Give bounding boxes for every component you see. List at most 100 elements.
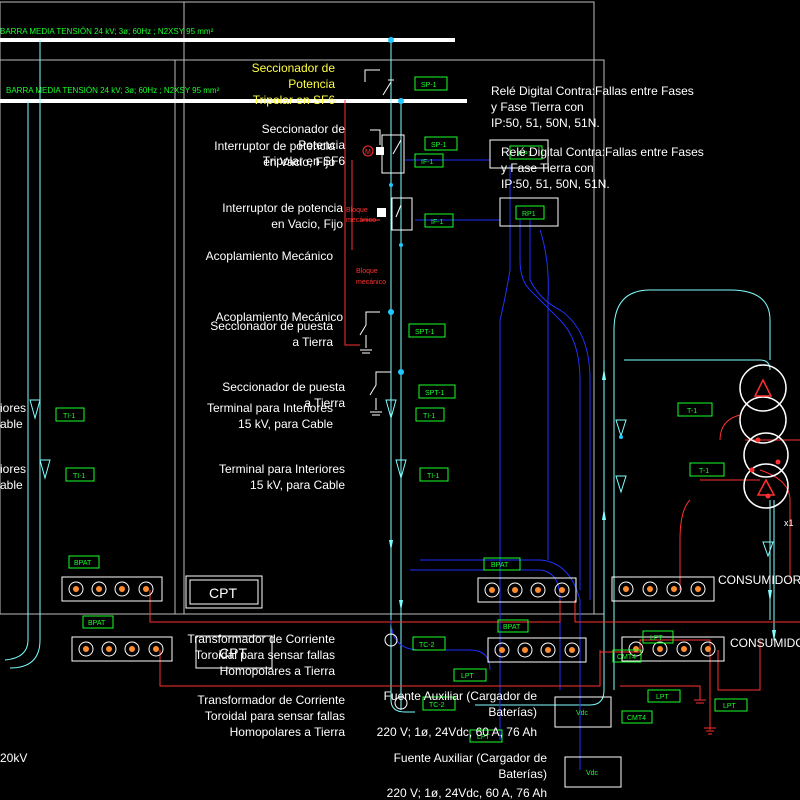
tags: SP-1 SP-1 IF-1 IF-1 SPT-1 SPT-1 TI-1 TI-… (63, 82, 737, 777)
tag-bpat-b: BPAT (88, 620, 106, 627)
tag-tc2-a: TC-2 (419, 642, 435, 649)
label-x1: x1 (784, 518, 794, 528)
left-frag-4: able (0, 478, 23, 492)
fuente-a-1: Fuente Auxiliar (Cargador de (384, 689, 538, 703)
bpat-strip-c (477, 577, 577, 603)
seccionador-b-1: Seccionador de (262, 122, 346, 136)
rele-b-2: y Fase Tierra con (501, 161, 594, 175)
motor-label-a: M (365, 149, 371, 156)
tag-lpt-a: LPT (461, 673, 475, 680)
bpat-strip-b (71, 636, 173, 662)
lpt-strip-b (621, 636, 725, 662)
tag-tc2-b: TC-2 (429, 702, 445, 709)
bpat-strip-d (487, 637, 587, 663)
tag-lpt-b: LPT (477, 734, 491, 741)
fuente-a-3: 220 V; 1ø, 24Vdc, 60 A, 76 Ah (377, 725, 537, 739)
tag-cmt4-a: CMT4 (617, 654, 636, 661)
left-frag-5: 20kV (0, 751, 27, 765)
seccionador-potencia-2: Potencia (288, 77, 335, 91)
cpt-label-b: CPT (219, 645, 247, 661)
motor-icon (362, 145, 374, 157)
tag-sp1-b: SP-1 (431, 142, 447, 149)
tag-rp1-b: RP1 (522, 211, 536, 218)
tag-t1-b: T-1 (699, 468, 709, 475)
tag-if1-a: IF-1 (421, 159, 434, 166)
tag-ti1-d: TI-1 (427, 473, 440, 480)
fuente-b-2: Baterías) (498, 767, 547, 781)
power-transformer (739, 364, 789, 509)
consumidores-b: CONSUMIDORES (730, 636, 800, 650)
terminal-triangles (29, 399, 774, 558)
red-wiring (149, 100, 800, 730)
ground-symbols (694, 699, 716, 735)
left-fragments: iores able iores able 20kV (0, 401, 27, 765)
trafo-corriente-b-3: Homopolares a Tierra (230, 725, 346, 739)
tag-vdc-a: Vdc (576, 710, 589, 717)
seccionador-potencia-3: Tripolar en SF6 (253, 93, 336, 107)
bus-bars: BARRA MEDIA TENSIÓN 24 kV; 3ø; 60Hz ; N2… (0, 27, 467, 103)
rele-labels: Relé Digital Contra:Fallas entre Fases y… (491, 84, 800, 650)
acoplamiento-b: Acoplamiento Mecánico (216, 310, 344, 324)
terminal-b-1: Terminal para Interiores (219, 462, 345, 476)
seccionador-b-3: Tripolar en SF6 (263, 154, 346, 168)
seccionador-puesta-a-1: Seccionador de puesta (210, 319, 333, 333)
interruptor-b-1: Interruptor de potencia (222, 201, 343, 215)
cyan-wiring (4, 40, 775, 713)
terminal-a-2: 15 kV, para Cable (238, 417, 333, 431)
tag-bpat-c: BPAT (491, 562, 509, 569)
terminal-strips (61, 576, 725, 663)
bus-second-label: BARRA MEDIA TENSIÓN 24 kV; 3ø; 60Hz ; N2… (6, 86, 220, 95)
left-frag-1: iores (0, 401, 26, 415)
trafo-corriente-b-2: Toroidal para sensar fallas (205, 709, 345, 723)
lpt-strip-a (611, 576, 715, 602)
tag-lpt-e: LPT (723, 703, 737, 710)
tag-if1-b: IF-1 (431, 219, 444, 226)
bloque-b-2: mecánico (356, 279, 386, 286)
tag-cmt4-b: CMT4 (627, 715, 646, 722)
fuente-a-2: Baterías) (488, 705, 537, 719)
fuente-b-1: Fuente Auxiliar (Cargador de (394, 751, 548, 765)
rele-a-2: y Fase Tierra con (491, 100, 584, 114)
interruptor-a-1: Interruptor de potencia (214, 139, 335, 153)
terminal-b-2: 15 kV, para Cable (250, 478, 345, 492)
motor-symbols: M (362, 145, 386, 217)
switch-symbols (359, 69, 413, 710)
cabinet-frames (0, 1, 605, 615)
descriptive-labels: Seccionador de Potencia Tripolar en SF6 … (187, 61, 547, 800)
fuente-b-3: 220 V; 1ø, 24Vdc, 60 A, 76 Ah (387, 786, 547, 800)
bloque-a-1: Bloque (346, 207, 368, 214)
blue-wiring (390, 159, 591, 770)
tag-spt1-a: SPT-1 (415, 329, 435, 336)
bloque-mecanico: Bloque mecánico Bloque mecánico (346, 207, 386, 286)
tag-rp1-a: RP1 (518, 151, 532, 158)
tag-ti1-b: TI-1 (73, 473, 86, 480)
trafo-corriente-a-3: Homopolares a Tierra (220, 664, 336, 678)
tag-ti1-a: TI-1 (63, 413, 76, 420)
seccionador-b-2: Potencia (298, 138, 345, 152)
trafo-corriente-a-2: Toroidal para sensar fallas (195, 648, 335, 662)
seccionador-potencia-1: Seccionador de (252, 61, 336, 75)
rele-b-1: Relé Digital Contra:Fallas entre Fases (501, 145, 704, 159)
consumidores-a: CONSUMIDORES (718, 573, 800, 587)
tag-bpat-a: BPAT (74, 560, 92, 567)
tag-spt1-b: SPT-1 (425, 390, 445, 397)
bpat-strip-a (61, 576, 163, 602)
cpt-label-a: CPT (209, 585, 237, 601)
bus-top-label: BARRA MEDIA TENSIÓN 24 kV; 3ø; 60Hz ; N2… (0, 27, 214, 36)
seccionador-puesta-b-1: Seccionador de puesta (222, 380, 345, 394)
rele-a-1: Relé Digital Contra:Fallas entre Fases (491, 84, 694, 98)
rele-a-3: IP:50, 51, 50N, 51N. (491, 116, 600, 130)
tag-vdc-b: Vdc (586, 770, 599, 777)
bloque-b-1: Bloque (356, 268, 378, 275)
seccionador-puesta-a-2: a Tierra (292, 335, 333, 349)
rele-b-3: IP:50, 51, 50N, 51N. (501, 177, 610, 191)
cyan-arrows (389, 368, 776, 642)
transformer-red-dots (749, 437, 781, 499)
left-frag-2: able (0, 417, 23, 431)
interruptor-a-2: en Vacio, Fijo (263, 155, 335, 169)
bus-nodes (388, 37, 623, 439)
tag-t1-a: T-1 (687, 408, 697, 415)
trafo-corriente-b-1: Transformador de Corriente (197, 693, 345, 707)
tag-boxes (55, 76, 748, 743)
